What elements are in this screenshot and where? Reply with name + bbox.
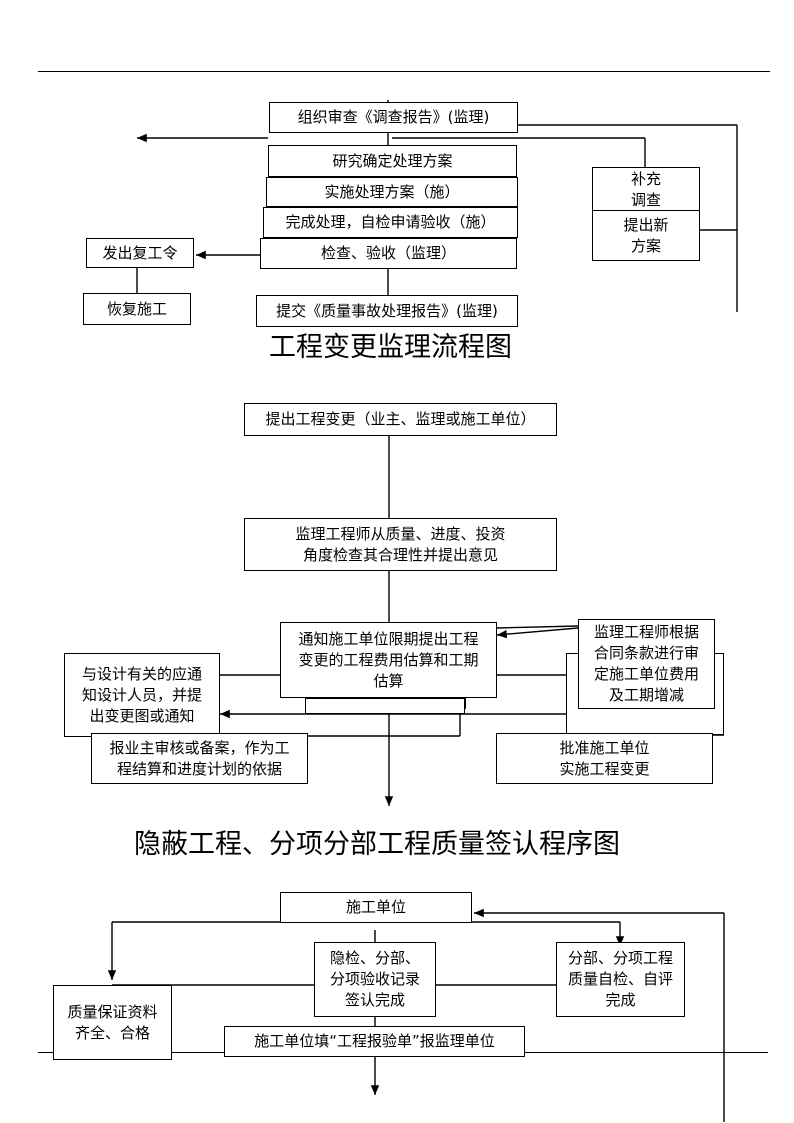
organize-review-box: 组织审查《调查报告》(监理): [269, 102, 518, 133]
implement-plan-box: 实施处理方案（施）: [266, 177, 518, 207]
hidden-back-box-2: [305, 698, 465, 714]
new-plan-box: 提出新 方案: [592, 210, 700, 261]
resume-work-box: 恢复施工: [83, 293, 191, 325]
notify-contractor-box: 通知施工单位限期提出工程 变更的工程费用估算和工期 估算: [280, 622, 497, 698]
change-flow-title: 工程变更监理流程图: [269, 332, 512, 363]
complete-apply-box: 完成处理，自检申请验收（施）: [263, 207, 518, 238]
submit-report-box: 提交《质量事故处理报告》(监理): [256, 295, 518, 327]
report-owner-box: 报业主审核或备案，作为工 程结算和进度计划的依据: [91, 733, 308, 784]
inspect-accept-box: 检查、验收（监理）: [260, 238, 517, 269]
approve-change-box: 批准施工单位 实施工程变更: [496, 733, 713, 784]
hidden-sign-box: 隐检、分部、 分项验收记录 签认完成: [314, 942, 436, 1017]
engineer-check-box: 监理工程师从质量、进度、投资 角度检查其合理性并提出意见: [244, 518, 557, 571]
self-check-box: 分部、分项工程 质量自检、自评 完成: [556, 942, 685, 1017]
notify-designer-box: 与设计有关的应通 知设计人员，并提 出变更图或通知: [64, 653, 220, 737]
hidden-works-title: 隐蔽工程、分项分部工程质量签认程序图: [134, 829, 620, 860]
top-rule: [38, 71, 770, 72]
fill-inspection-form-box: 施工单位填“工程报验单”报监理单位: [224, 1026, 525, 1057]
issue-resume-order-box: 发出复工令: [86, 238, 194, 268]
contractor-box: 施工单位: [280, 892, 472, 923]
engineer-contract-box: 监理工程师根据 合同条款进行审 定施工单位费用 及工期增减: [578, 619, 715, 709]
propose-change-box: 提出工程变更（业主、监理或施工单位）: [244, 403, 557, 436]
quality-docs-box: 质量保证资料 齐全、合格: [53, 985, 172, 1060]
supplement-survey-box: 补充 调查: [592, 167, 700, 212]
research-plan-box: 研究确定处理方案: [268, 145, 517, 177]
